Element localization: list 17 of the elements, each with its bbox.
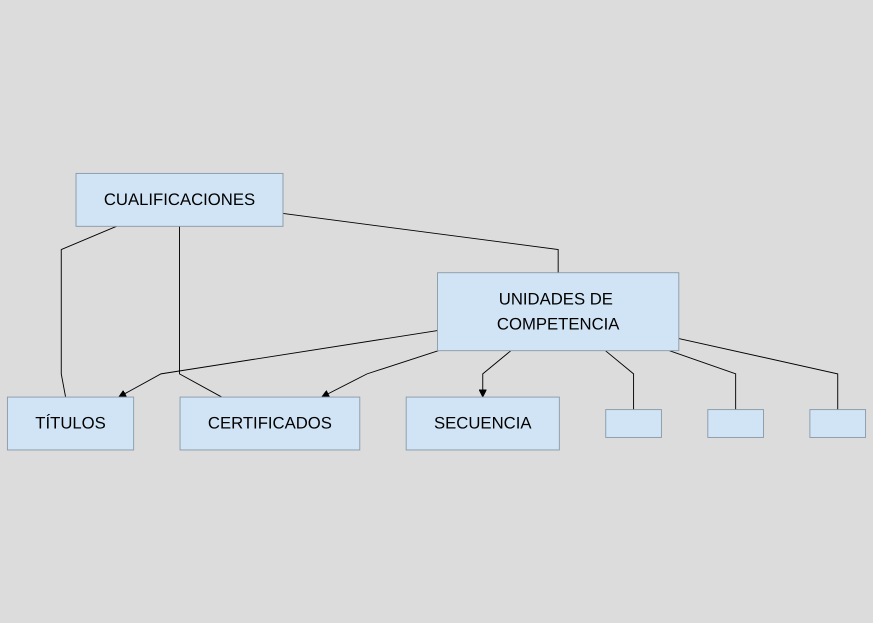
node-box	[707, 408, 764, 438]
connector	[678, 338, 838, 410]
arrow	[478, 350, 512, 398]
arrow	[321, 350, 439, 398]
connector	[179, 226, 222, 398]
connector	[282, 212, 559, 273]
node-box: CERTIFICADOS	[180, 396, 360, 450]
node-box	[605, 408, 662, 438]
node-box: TÍTULOS	[6, 396, 134, 450]
node-box: UNIDADES DE COMPETENCIA	[437, 272, 680, 351]
node-box: CUALIFICACIONES	[76, 172, 284, 227]
node-box: SECUENCIA	[406, 396, 560, 450]
connector	[604, 350, 634, 410]
node-box	[809, 408, 866, 438]
connector	[668, 350, 736, 410]
connector	[60, 226, 117, 398]
arrow	[118, 330, 438, 398]
